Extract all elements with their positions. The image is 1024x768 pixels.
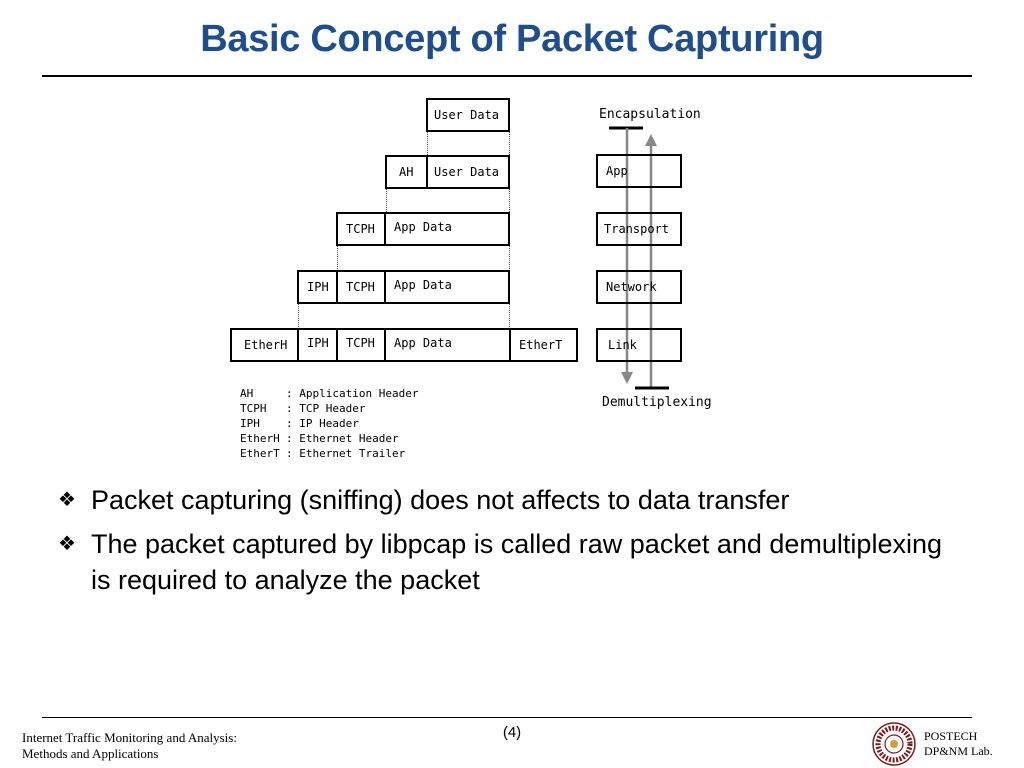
down-arrowhead [621, 372, 633, 384]
user-data-cell: User Data [434, 165, 500, 179]
postech-seal-icon [872, 722, 916, 766]
guide-line [337, 245, 338, 269]
cell-divider [384, 330, 386, 360]
layer-link: Link [596, 328, 682, 362]
diamond-bullet-icon: ❖ [58, 533, 76, 555]
footer-divider [42, 717, 972, 718]
ethert-cell: EtherT [519, 338, 563, 352]
encapsulation-label: Encapsulation [599, 107, 701, 122]
legend-row: AH : Application Header [240, 386, 418, 401]
packet-row-4: IPH TCPH App Data [297, 270, 510, 304]
legend-row: IPH : IP Header [240, 416, 418, 431]
guide-line [509, 303, 510, 327]
legend-row: TCPH : TCP Header [240, 401, 418, 416]
app-data-cell: App Data [394, 220, 452, 234]
layer-transport: Transport [596, 212, 682, 246]
cell-divider [297, 330, 299, 360]
title-divider [42, 75, 972, 77]
packet-row-1: User Data [426, 98, 510, 132]
iph-cell: IPH [307, 280, 329, 294]
legend-abbr: EtherT [240, 447, 280, 460]
guide-line [509, 245, 510, 269]
footer-line: DP&NM Lab. [924, 744, 993, 758]
layer-app: App [596, 154, 682, 188]
etherh-cell: EtherH [244, 338, 288, 352]
up-arrowhead [645, 134, 657, 146]
footer-line: Internet Traffic Monitoring and Analysis… [22, 730, 237, 745]
legend-desc: : Application Header [286, 387, 419, 400]
guide-line [386, 188, 387, 212]
packet-row-5: EtherH IPH TCPH App Data EtherT [230, 328, 578, 362]
packet-row-2: AH User Data [385, 155, 510, 189]
page-number: (4) [502, 724, 522, 741]
cell-divider [426, 157, 428, 187]
guide-line [298, 303, 299, 327]
legend-abbr: AH [240, 387, 254, 400]
guide-line [427, 131, 428, 155]
footer-line: POSTECH [924, 729, 978, 743]
legend-abbr: EtherH [240, 432, 280, 445]
guide-line [509, 188, 510, 212]
packet-row-3: TCPH App Data [336, 212, 510, 246]
cell-divider [384, 272, 386, 302]
legend-desc: : TCP Header [286, 402, 366, 415]
cell-divider [509, 330, 511, 360]
abbreviation-legend: AH: Application Header TCPH: TCP Header … [240, 386, 418, 461]
bullet-text: Packet capturing (sniffing) does not aff… [91, 485, 790, 515]
tcph-cell: TCPH [346, 222, 375, 236]
tcph-cell: TCPH [346, 336, 375, 350]
user-data-cell: User Data [434, 108, 500, 122]
app-data-cell: App Data [394, 278, 452, 292]
legend-row: EtherT : Ethernet Trailer [240, 446, 418, 461]
tcph-cell: TCPH [346, 280, 375, 294]
page-title: Basic Concept of Packet Capturing [200, 18, 824, 60]
iph-cell: IPH [307, 336, 329, 350]
footer-line: Methods and Applications [22, 746, 159, 761]
app-data-cell: App Data [394, 336, 452, 350]
cell-divider [336, 272, 338, 302]
bullet-item: ❖ The packet captured by libpcap is call… [58, 526, 958, 598]
layer-network: Network [596, 270, 682, 304]
footer-course-title: Internet Traffic Monitoring and Analysis… [22, 730, 237, 762]
bullet-text: The packet captured by libpcap is called… [91, 529, 942, 595]
legend-abbr: TCPH [240, 402, 267, 415]
guide-line [509, 131, 510, 155]
legend-desc: : Ethernet Trailer [286, 447, 406, 460]
legend-row: EtherH : Ethernet Header [240, 431, 418, 446]
footer-lab: POSTECH DP&NM Lab. [924, 729, 993, 759]
demultiplexing-label: Demultiplexing [602, 395, 712, 410]
encap-demux-arrows [609, 126, 669, 390]
legend-abbr: IPH [240, 417, 260, 430]
cell-divider [384, 214, 386, 244]
legend-desc: : Ethernet Header [286, 432, 399, 445]
bullet-item: ❖ Packet capturing (sniffing) does not a… [58, 482, 958, 518]
ah-cell: AH [399, 165, 414, 179]
bullet-list: ❖ Packet capturing (sniffing) does not a… [58, 482, 958, 606]
legend-desc: : IP Header [286, 417, 359, 430]
cell-divider [336, 330, 338, 360]
diamond-bullet-icon: ❖ [58, 489, 76, 511]
